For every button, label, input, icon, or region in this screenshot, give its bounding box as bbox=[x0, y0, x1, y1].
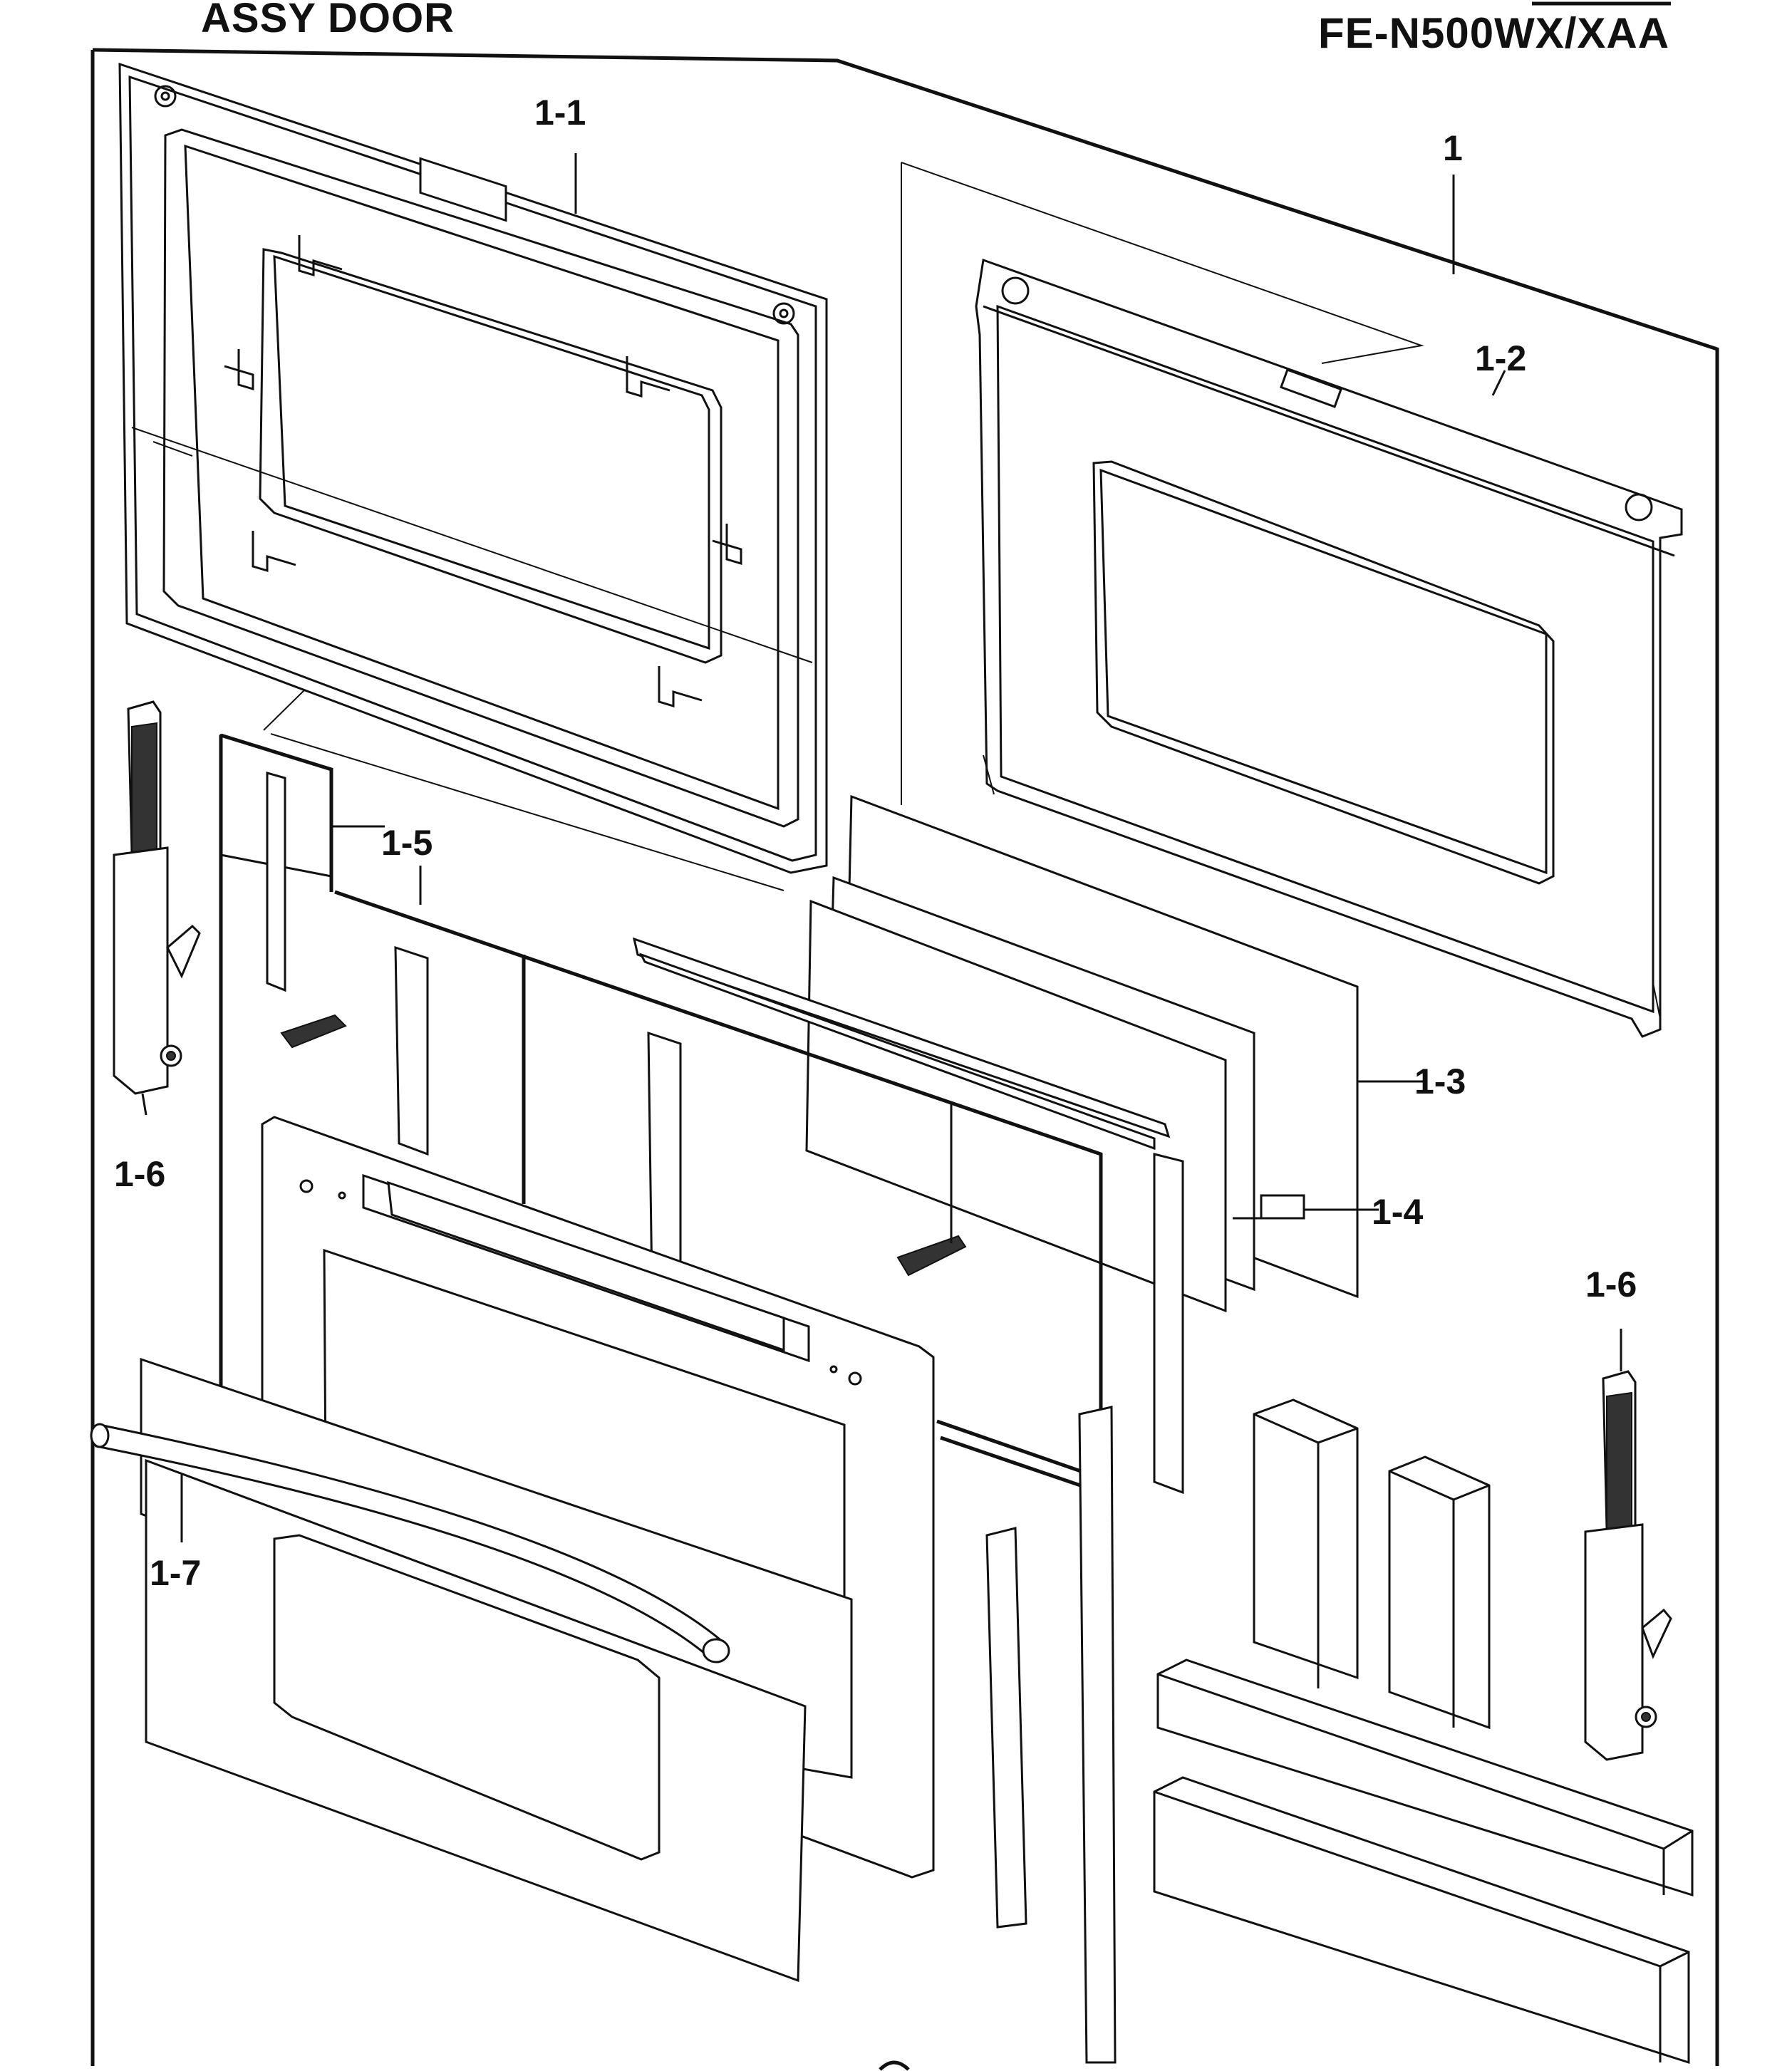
leader-1-2 bbox=[1491, 370, 1506, 396]
door-front-panel bbox=[140, 1357, 853, 1983]
label-1-4: 1-4 bbox=[1372, 1192, 1423, 1232]
assembly-border bbox=[92, 48, 1719, 2066]
label-1-2: 1-2 bbox=[1475, 338, 1526, 378]
door-frame bbox=[975, 258, 1683, 1038]
inner-door-panel bbox=[118, 62, 828, 874]
diagram-title: ASSY DOOR bbox=[201, 0, 455, 41]
side-rail-right bbox=[1078, 1406, 1117, 2064]
insulation-blocks bbox=[1153, 1398, 1694, 2065]
guide-line bbox=[901, 162, 1424, 364]
inner-glass-assembly bbox=[219, 733, 1184, 1503]
label-1-6-left: 1-6 bbox=[114, 1154, 165, 1194]
guide-line bbox=[270, 733, 784, 891]
hinge-right bbox=[1584, 1370, 1672, 1761]
label-1-3: 1-3 bbox=[1414, 1062, 1466, 1101]
label-1-6-right: 1-6 bbox=[1585, 1265, 1637, 1304]
label-1-5: 1-5 bbox=[381, 823, 433, 863]
label-1-7: 1-7 bbox=[150, 1553, 201, 1593]
side-rail-left bbox=[985, 1527, 1027, 1929]
door-handle bbox=[90, 1423, 730, 1663]
model-number: FE-N500WX/XAA bbox=[1318, 9, 1670, 57]
hinge-left bbox=[113, 700, 201, 1116]
page-mark bbox=[879, 2060, 910, 2071]
label-1: 1 bbox=[1443, 128, 1463, 168]
spacer-bracket bbox=[1233, 1194, 1305, 1220]
label-1-1: 1-1 bbox=[534, 93, 586, 133]
